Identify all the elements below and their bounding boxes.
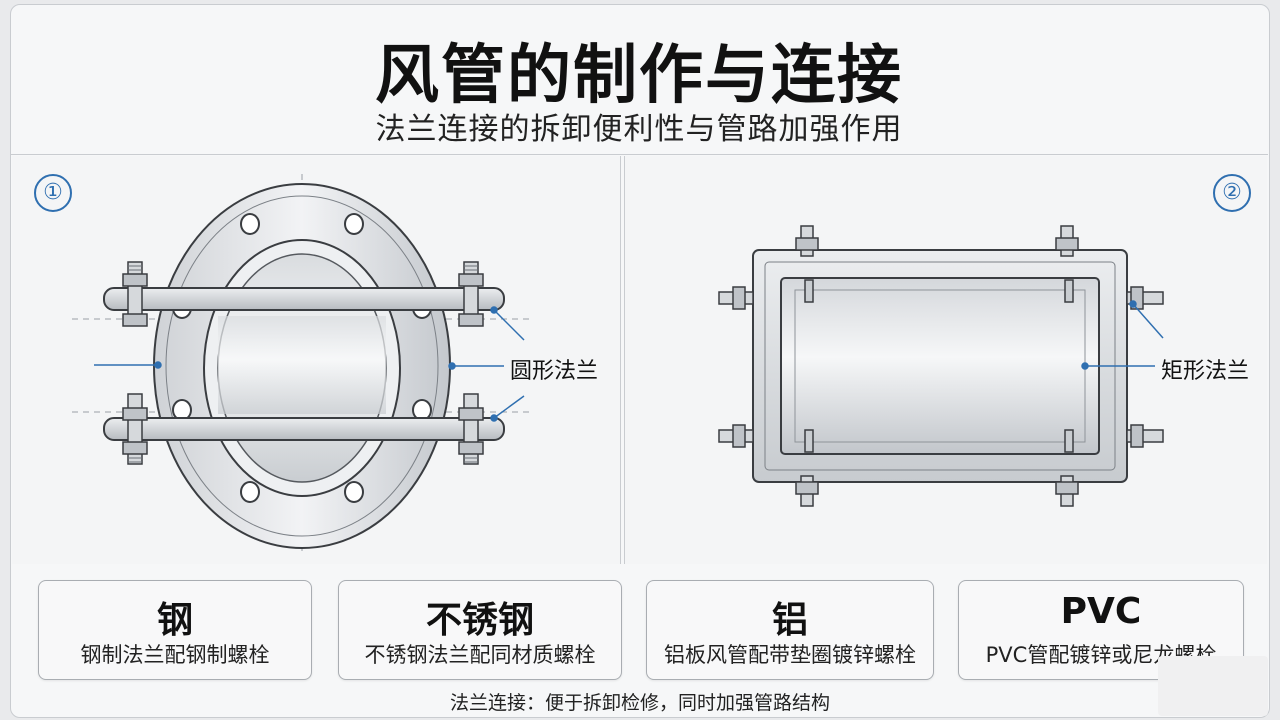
card-desc: 钢制法兰配钢制螺栓 — [80, 643, 270, 667]
panel-circular-flange: ① 圆形法兰 — [12, 156, 621, 564]
card-stainless-steel: 不锈钢 不锈钢法兰配同材质螺栓 — [338, 580, 622, 680]
circular-flange-drawing — [72, 174, 532, 551]
header: 风管的制作与连接 法兰连接的拆卸便利性与管路加强作用 — [10, 4, 1268, 155]
card-title: PVC — [1060, 591, 1142, 632]
watermark-patch — [1158, 656, 1268, 716]
card-title: 不锈钢 — [425, 600, 534, 641]
footer-note: 法兰连接：便于拆卸检修，同时加强管路结构 — [449, 692, 830, 714]
card-title: 钢 — [156, 600, 193, 641]
callout-rectangular-flange: 矩形法兰 — [1161, 359, 1250, 384]
callout-circular-flange: 圆形法兰 — [510, 359, 599, 384]
card-steel: 钢 钢制法兰配钢制螺栓 — [38, 580, 312, 680]
rectangular-flange-drawing — [718, 225, 1164, 507]
step-badge-1: ① — [34, 174, 72, 212]
card-desc: 铝板风管配带垫圈镀锌螺栓 — [664, 643, 916, 667]
card-aluminum: 铝 铝板风管配带垫圈镀锌螺栓 — [646, 580, 934, 680]
card-title: 铝 — [771, 600, 808, 641]
panel-rectangular-flange: ② 矩形法兰 — [624, 156, 1267, 564]
card-desc: 不锈钢法兰配同材质螺栓 — [364, 643, 596, 667]
page-title: 风管的制作与连接 — [375, 39, 903, 113]
step-badge-2: ② — [1213, 174, 1251, 212]
page-subtitle: 法兰连接的拆卸便利性与管路加强作用 — [375, 112, 903, 147]
